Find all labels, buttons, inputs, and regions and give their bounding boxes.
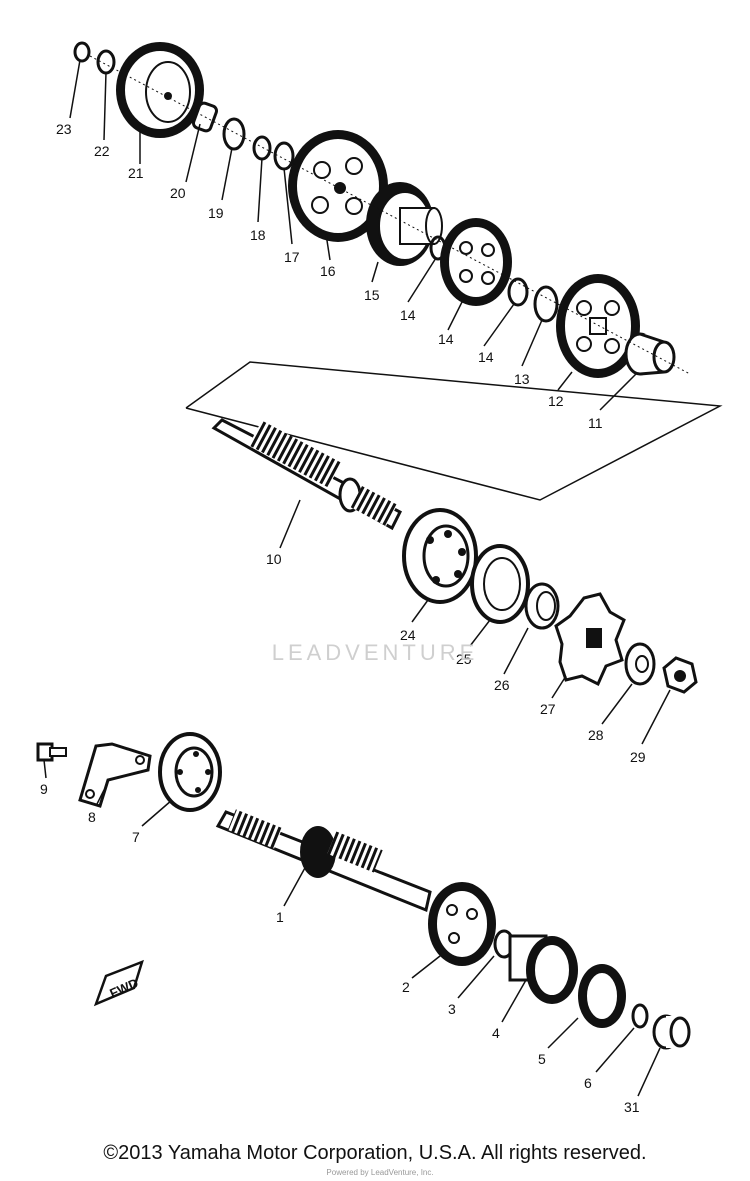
part-30-nut <box>662 656 698 694</box>
part-label-24: 23 <box>56 121 72 137</box>
part-label-14a: 14 <box>400 307 416 323</box>
part-label-16: 15 <box>364 287 380 303</box>
part-label-30: 29 <box>630 749 646 765</box>
part-label-22: 21 <box>128 165 144 181</box>
part-27-collar <box>524 582 560 630</box>
part-label-2: 2 <box>402 979 410 995</box>
part-18-washer <box>273 141 295 171</box>
part-label-13: 13 <box>514 371 530 387</box>
part-25-bearing <box>402 508 478 604</box>
part-label-12: 12 <box>548 393 564 409</box>
part-13-washer <box>533 285 559 323</box>
copyright-footer: ©2013 Yamaha Motor Corporation, U.S.A. A… <box>103 1142 647 1164</box>
part-label-11: 11 <box>588 415 603 431</box>
part-label-27: 26 <box>494 677 510 693</box>
part-14-circlip-b <box>507 277 529 307</box>
part-17-gear <box>288 130 388 242</box>
part-9-bolt <box>36 742 67 762</box>
watermark-logo: LEADVENTURE <box>271 640 479 665</box>
part-5-gear <box>578 964 626 1028</box>
part-label-10: 10 <box>266 551 282 567</box>
part-label-6: 6 <box>584 1075 592 1091</box>
part-7-bearing <box>158 732 222 812</box>
part-label-19: 18 <box>250 227 266 243</box>
part-31-collar <box>652 1014 691 1050</box>
part-19-circlip <box>252 135 272 161</box>
part-label-25: 24 <box>400 627 416 643</box>
part-label-4: 4 <box>492 1025 500 1041</box>
part-22-gear <box>116 42 204 138</box>
part-6-washer <box>631 1003 649 1029</box>
part-15-gear <box>440 218 512 306</box>
part-label-23: 22 <box>94 143 110 159</box>
part-label-31: 31 <box>624 1099 640 1115</box>
part-label-1: 1 <box>276 909 284 925</box>
fwd-arrow-icon: FWD <box>93 959 144 1007</box>
part-label-18: 17 <box>284 249 300 265</box>
part-2-gear <box>428 882 496 966</box>
part-label-15: 14 <box>438 331 454 347</box>
part-20-washer <box>222 117 246 151</box>
part-label-29: 28 <box>588 727 604 743</box>
part-16-gear <box>366 182 443 266</box>
part-label-14b: 14 <box>478 349 494 365</box>
part-label-26: 25 <box>456 651 472 667</box>
part-label-7: 7 <box>132 829 140 845</box>
part-8-stopper-plate <box>78 742 152 808</box>
watermark-subtext: Powered by LeadVenture, Inc. <box>326 1168 434 1177</box>
part-12-gear <box>556 274 640 378</box>
assembly-axis-top <box>89 55 691 375</box>
part-26-oil-seal <box>470 544 530 624</box>
leader-lines <box>43 59 671 1097</box>
part-label-5: 5 <box>538 1051 546 1067</box>
part-label-17: 16 <box>320 263 336 279</box>
part-label-28: 27 <box>540 701 556 717</box>
part-28-sprocket <box>554 592 626 687</box>
part-4-gear <box>508 934 578 1004</box>
part-1-drive-axle <box>215 809 432 913</box>
part-label-21: 20 <box>170 185 186 201</box>
part-11-bushing <box>624 332 676 376</box>
part-label-9: 9 <box>40 781 48 797</box>
part-29-lock-washer <box>624 642 656 686</box>
part-10-main-axle <box>211 418 403 531</box>
part-label-3: 3 <box>448 1001 456 1017</box>
part-label-20: 19 <box>208 205 224 221</box>
part-24-washer <box>73 41 91 63</box>
part-label-8: 8 <box>88 809 96 825</box>
shaft-group-outline <box>185 361 723 501</box>
